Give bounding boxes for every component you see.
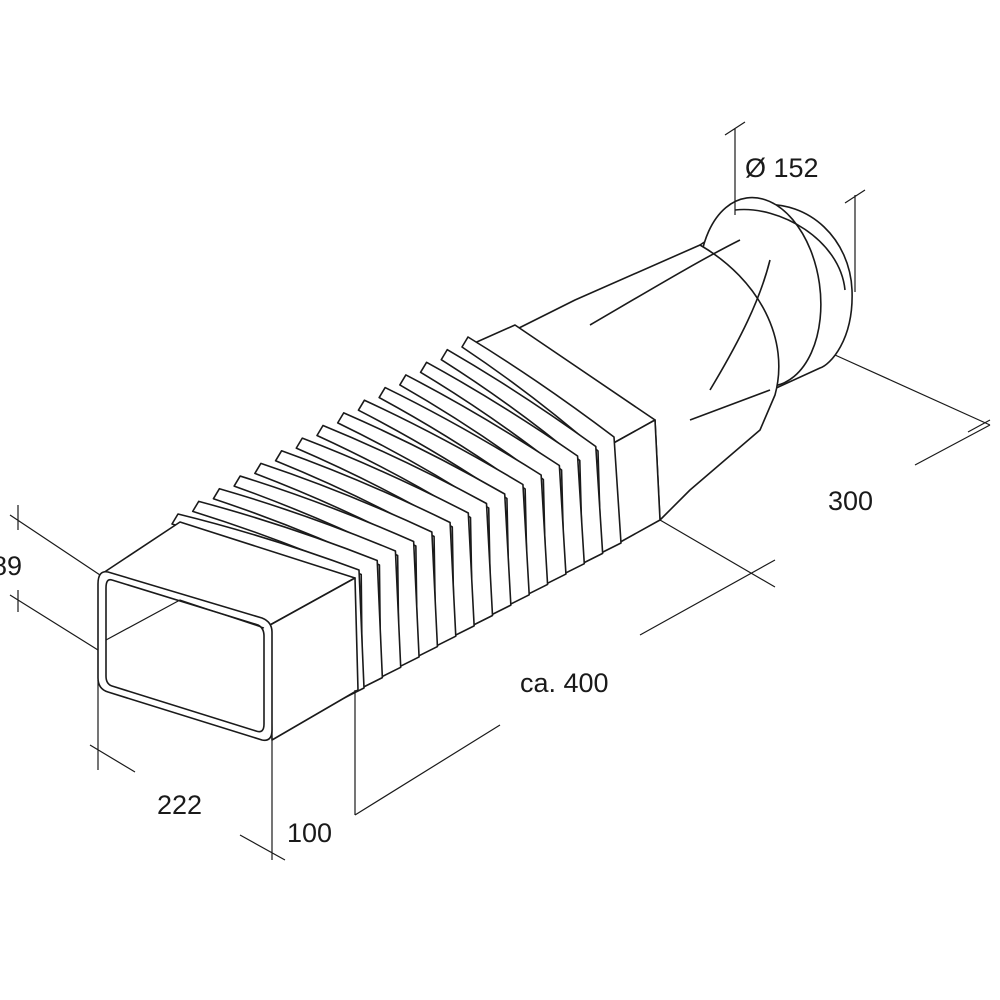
width-label: 222	[157, 790, 202, 820]
transition-piece	[514, 239, 780, 521]
dimension-lines	[9, 121, 991, 861]
height-label: 89	[0, 551, 22, 581]
transition-length-label: 300	[828, 486, 873, 516]
dimension-labels: Ø 152 300 ca. 400 89 222 100	[0, 153, 873, 848]
total-length-label: ca. 400	[520, 668, 609, 698]
stub-length-label: 100	[287, 818, 332, 848]
front-rect-stub	[97, 521, 359, 742]
diameter-label: Ø 152	[745, 153, 819, 183]
